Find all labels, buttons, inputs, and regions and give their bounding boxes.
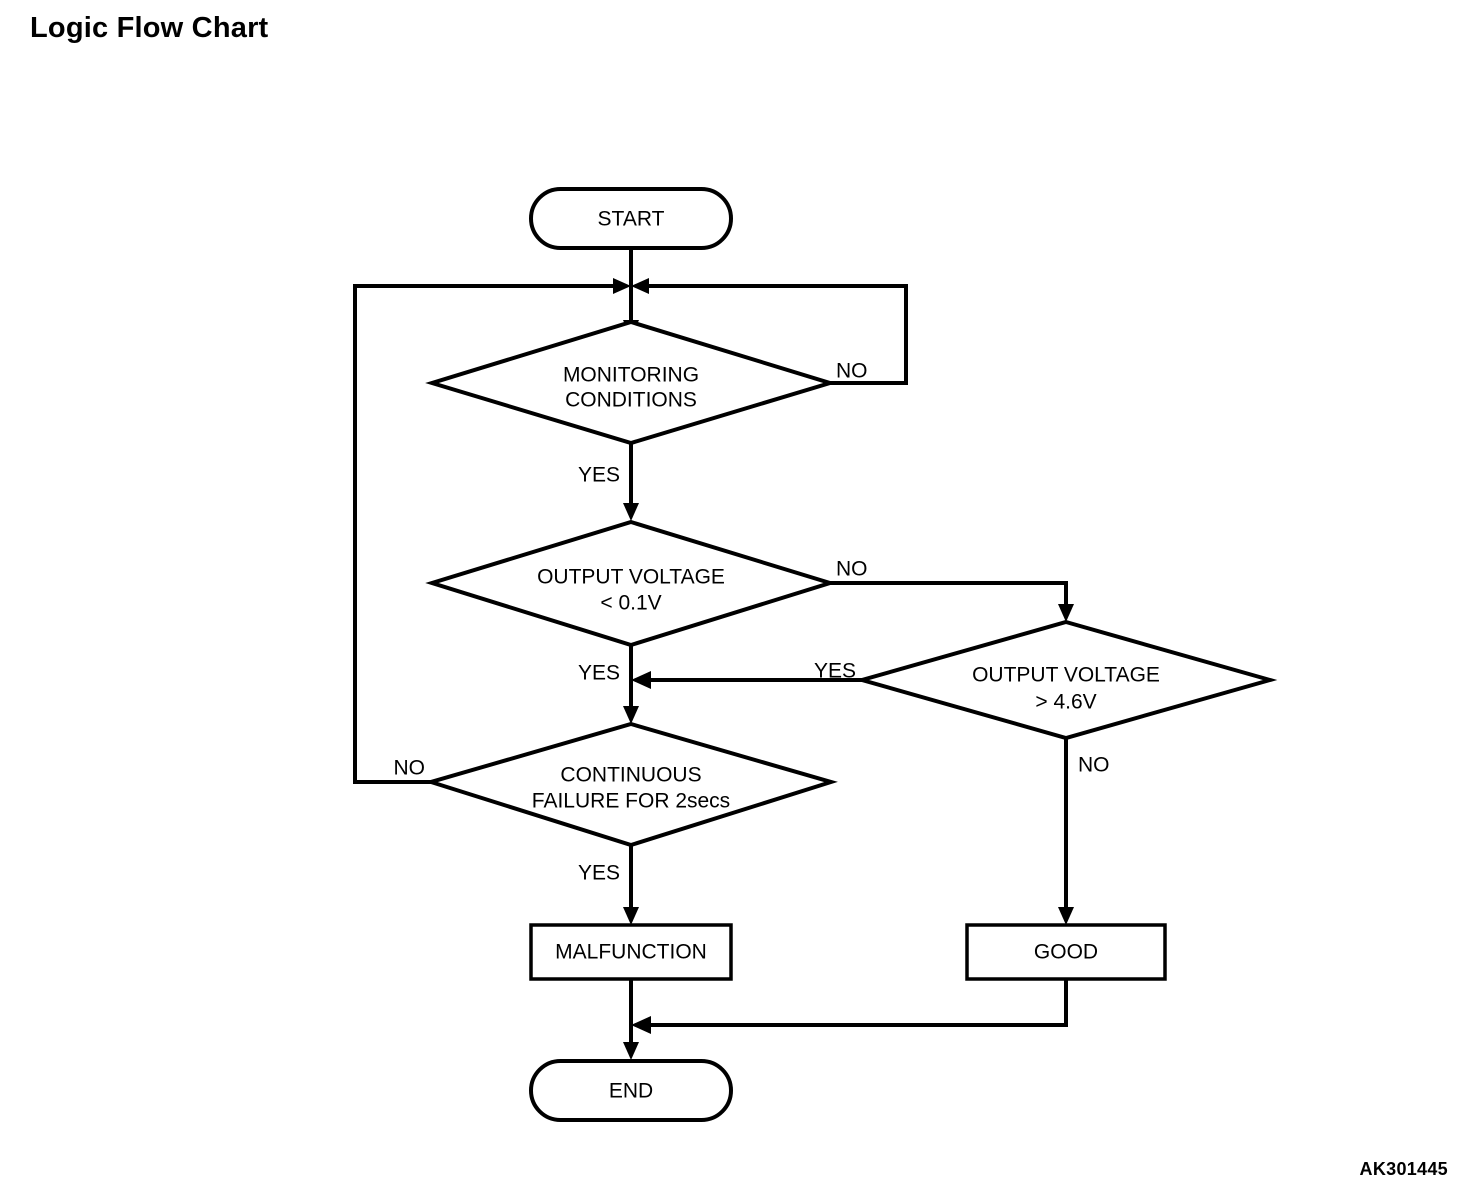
edge-label-volt-high-no: NO: [1078, 754, 1110, 777]
edge-monitoring-no-feedback: [631, 278, 908, 385]
output-voltage-low-shape: [425, 519, 837, 648]
good-label: GOOD: [1034, 941, 1098, 964]
arrowhead-volt-high-yes-into-spine: [631, 671, 651, 689]
start-label: START: [598, 208, 665, 231]
edge-label-continuous-yes: YES: [578, 862, 620, 885]
arrowhead-good-merge: [631, 1016, 651, 1034]
edge-label-monitoring-yes: YES: [578, 464, 620, 487]
node-continuous-failure[interactable]: CONTINUOUS FAILURE FOR 2secs: [424, 721, 838, 848]
arrowhead-into-end: [623, 1042, 639, 1060]
output-voltage-high-shape: [854, 619, 1278, 741]
edge-volt-high-yes: [631, 671, 862, 689]
edge-label-volt-low-yes: YES: [578, 662, 620, 685]
monitoring-conditions-label-line1: MONITORING: [563, 364, 699, 387]
edge-continuous-yes: [623, 845, 639, 925]
output-voltage-high-label-line1: OUTPUT VOLTAGE: [972, 664, 1160, 687]
arrowhead-into-continuous: [623, 706, 639, 724]
output-voltage-high-label-line2: > 4.6V: [1035, 691, 1096, 714]
arrowhead-into-volt-low: [623, 503, 639, 521]
continuous-failure-label-line2: FAILURE FOR 2secs: [532, 790, 730, 813]
watermark-code: AK301445: [1359, 1159, 1448, 1179]
continuous-failure-shape: [424, 721, 838, 848]
node-good[interactable]: GOOD: [965, 923, 1167, 981]
end-shape: [529, 1059, 733, 1122]
node-monitoring-conditions[interactable]: MONITORING CONDITIONS: [425, 319, 837, 446]
output-voltage-low-label-line2: < 0.1V: [600, 592, 661, 615]
node-end[interactable]: END: [529, 1059, 733, 1122]
monitoring-conditions-label-line2: CONDITIONS: [565, 389, 697, 412]
edge-good-to-end: [631, 979, 1068, 1034]
edge-label-volt-low-no: NO: [836, 558, 868, 581]
end-label: END: [609, 1080, 653, 1103]
page-title: Logic Flow Chart: [30, 12, 269, 44]
node-output-voltage-high[interactable]: OUTPUT VOLTAGE > 4.6V: [854, 619, 1278, 741]
edge-monitoring-yes: [623, 443, 639, 521]
edge-label-monitoring-no: NO: [836, 360, 868, 383]
arrowhead-right-feedback-into-junction: [631, 278, 649, 294]
good-shape: [965, 923, 1167, 981]
monitoring-conditions-shape: [425, 319, 837, 446]
edge-label-continuous-no: NO: [394, 757, 426, 780]
arrowhead-into-volt-high: [1058, 604, 1074, 622]
node-malfunction[interactable]: MALFUNCTION: [529, 923, 733, 981]
arrowhead-into-malfunction: [623, 907, 639, 925]
edge-volt-high-no: [1058, 738, 1074, 925]
edge-volt-low-no: [830, 581, 1074, 622]
output-voltage-low-label-line1: OUTPUT VOLTAGE: [537, 566, 725, 589]
arrowhead-into-good: [1058, 907, 1074, 925]
edge-continuous-no-feedback: [353, 278, 631, 784]
edge-volt-low-yes: [623, 645, 639, 724]
malfunction-shape: [529, 923, 733, 981]
node-output-voltage-low[interactable]: OUTPUT VOLTAGE < 0.1V: [425, 519, 837, 648]
malfunction-label: MALFUNCTION: [555, 941, 707, 964]
edge-malfunction-to-end: [623, 979, 639, 1060]
edge-label-volt-high-yes: YES: [814, 660, 856, 683]
node-start[interactable]: START: [529, 187, 733, 250]
arrowhead-left-feedback-into-junction: [613, 278, 631, 294]
start-shape: [529, 187, 733, 250]
continuous-failure-label-line1: CONTINUOUS: [560, 764, 701, 787]
